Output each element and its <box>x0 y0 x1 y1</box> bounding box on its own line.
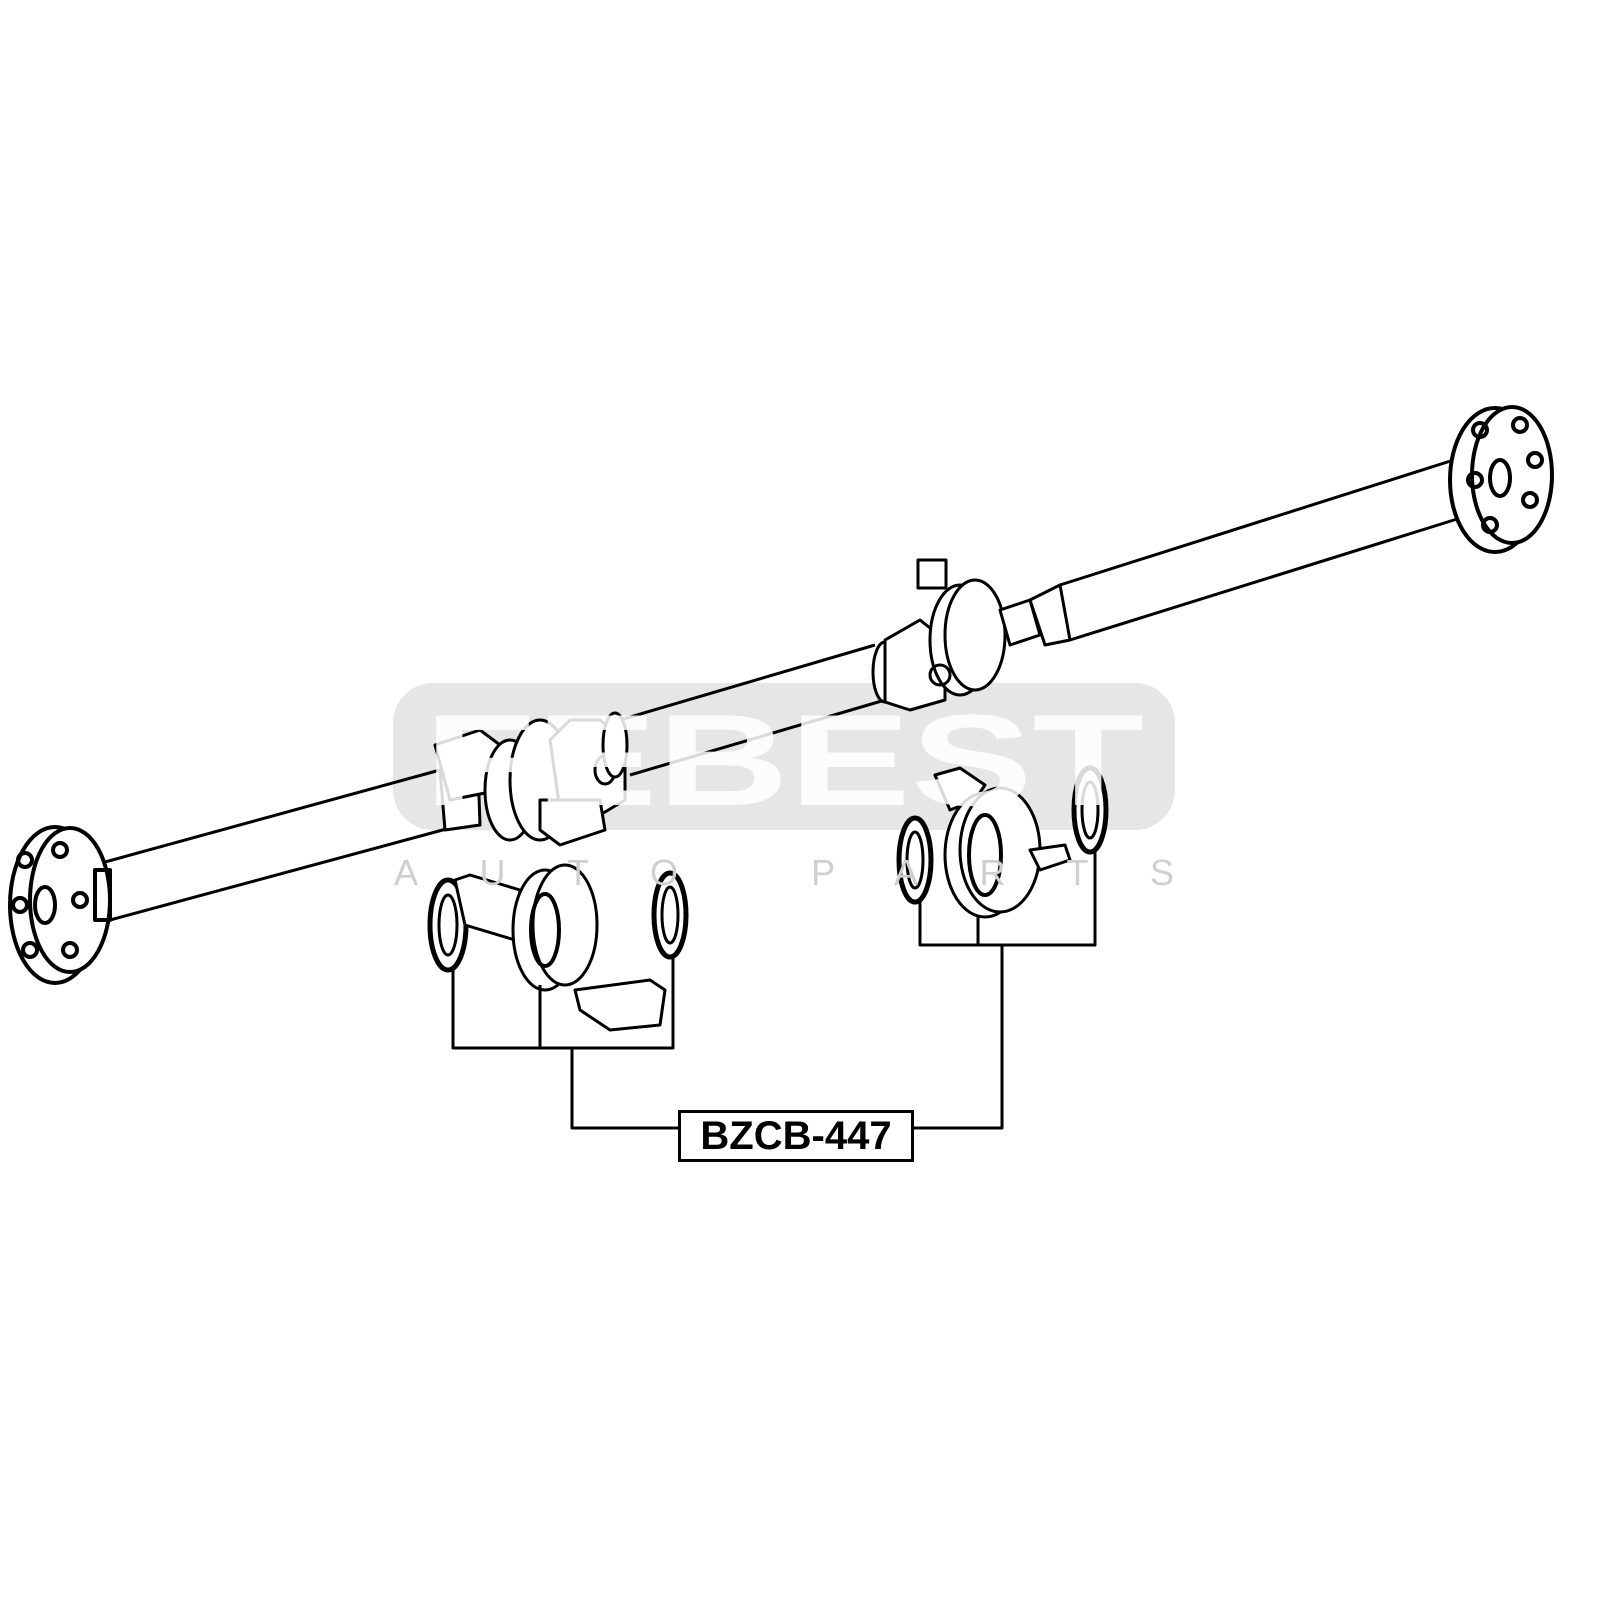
rear-bearing-kit <box>896 765 1109 919</box>
front-center-bearing-installed <box>433 711 629 847</box>
left-flex-disc <box>8 825 112 985</box>
rear-seal-right <box>1071 765 1109 855</box>
shaft-tube-top-edge <box>104 768 441 864</box>
rear-center-bearing-installed <box>871 558 1072 712</box>
watermark-brand: FEBEST <box>424 687 1144 833</box>
leader-lines <box>451 852 1097 1130</box>
right-flex-disc <box>1448 405 1554 554</box>
front-bearing-kit <box>427 863 689 1032</box>
front-seal-right <box>651 870 689 960</box>
rear-seal-left <box>896 815 934 905</box>
part-number-label: BZCB-447 <box>678 1110 914 1162</box>
